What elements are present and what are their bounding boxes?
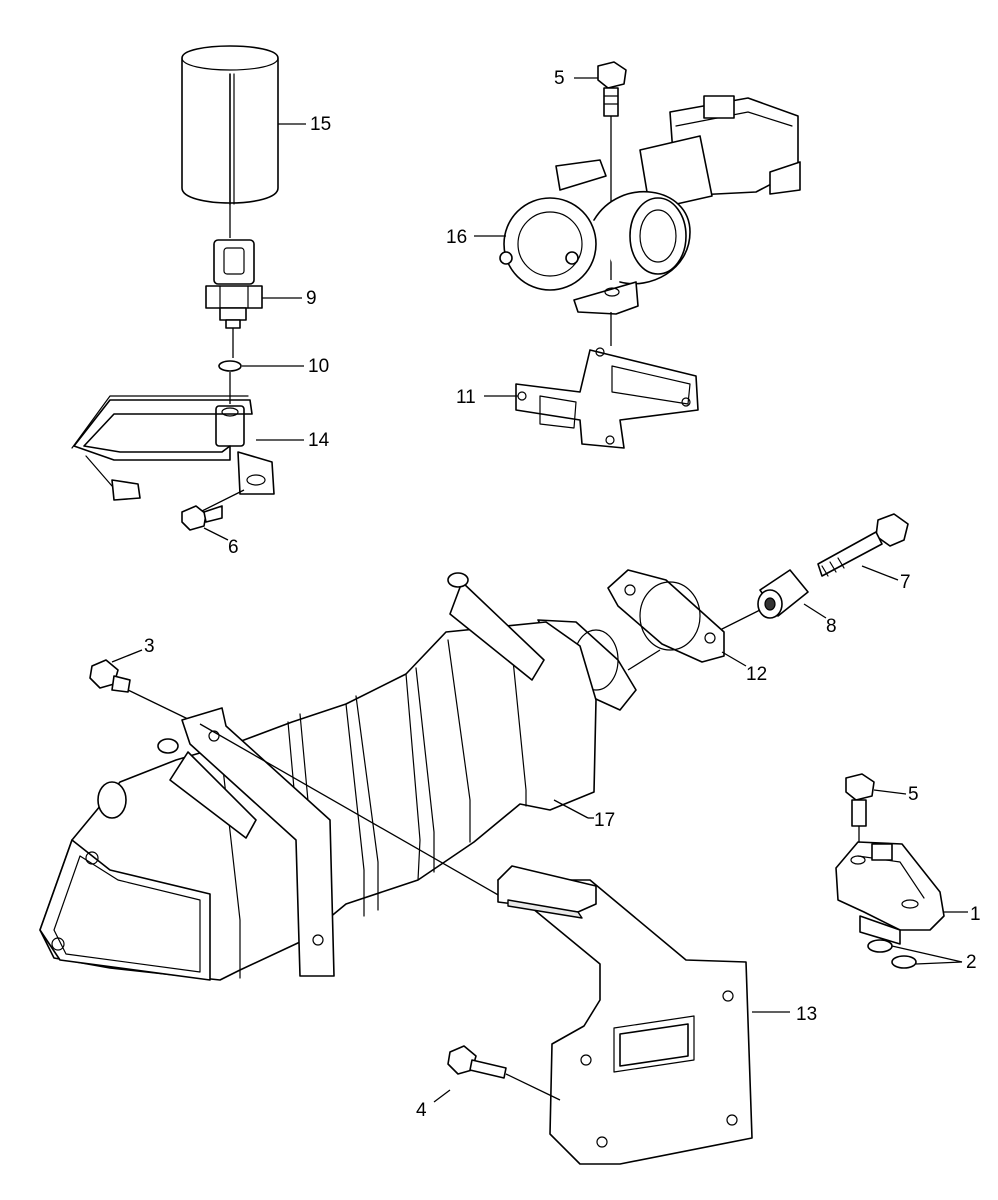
- callout-2: 2: [966, 952, 977, 973]
- callout-6: 6: [228, 537, 239, 558]
- callout-15: 13: [796, 1004, 817, 1025]
- callout-13: 15: [310, 114, 331, 135]
- callout-17: 17: [594, 810, 615, 831]
- part-9-pressure-sensor: [205, 239, 263, 358]
- part-5-bolt-right: [845, 773, 875, 850]
- callout-10: 10: [308, 356, 329, 377]
- part-17-egr-cooler: [39, 572, 637, 981]
- part-14-flange-gasket: [607, 569, 725, 671]
- callout-8: 8: [826, 616, 837, 637]
- part-5-bolt-top: [597, 61, 627, 280]
- callout-12: 14: [308, 430, 330, 451]
- part-1-sensor-bracket: [835, 841, 945, 945]
- part-13-cover: [181, 45, 279, 238]
- part-8-spacer: [715, 569, 809, 633]
- part-15-bracket: [497, 865, 753, 1165]
- part-16-valve-housing: [499, 95, 801, 315]
- callout-7: 7: [900, 572, 911, 593]
- part-3-bolt: [89, 659, 191, 721]
- callout-16: 16: [446, 227, 467, 248]
- callout-4: 4: [416, 1100, 427, 1121]
- part-11-gasket: [515, 312, 699, 449]
- callout-5-right: 5: [908, 784, 919, 805]
- part-10-o-ring: [218, 360, 242, 404]
- callouts: 15 9 10 14 6 5 16 11 7 8 12 3 17 5 1 2: [111, 68, 981, 1121]
- callout-11: 11: [456, 387, 476, 408]
- callout-14: 12: [746, 664, 767, 685]
- part-12-pipe: [71, 395, 275, 513]
- callout-9: 9: [306, 288, 317, 309]
- part-6-bolt: [181, 505, 223, 531]
- callout-3: 3: [144, 636, 155, 657]
- callout-1: 1: [970, 904, 981, 925]
- part-7-long-bolt: [817, 513, 909, 577]
- part-4-bolt: [447, 1045, 561, 1101]
- callout-5-top: 5: [554, 68, 565, 89]
- part-2-o-rings: [867, 939, 917, 969]
